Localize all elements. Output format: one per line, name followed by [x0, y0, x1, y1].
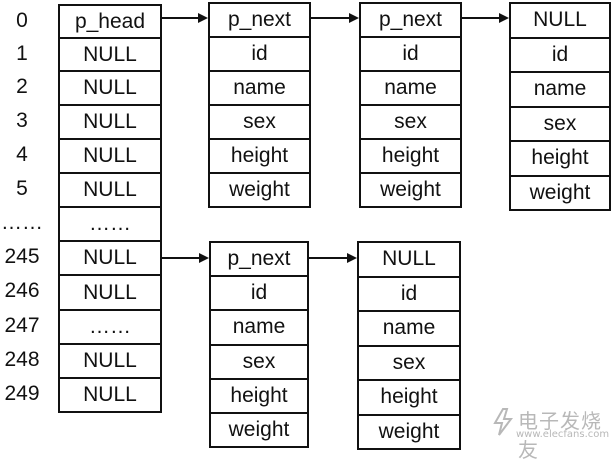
node-field: sex [208, 104, 311, 140]
array-cell-head: p_head [58, 4, 162, 39]
node-field: name [509, 71, 611, 108]
array-cell: NULL [58, 172, 162, 208]
node-field: height [509, 140, 611, 177]
array-index-label: 1 [16, 42, 28, 65]
watermark: 电子发烧友 www.elecfans.com [490, 403, 610, 462]
node-field: NULL [509, 2, 611, 39]
node-field: name [357, 310, 461, 347]
array-cell: NULL [58, 104, 162, 140]
node-field: p_next [209, 241, 309, 278]
node-field: name [209, 309, 309, 346]
array-index-label: 247 [4, 314, 40, 337]
node-field: sex [357, 344, 461, 381]
array-cell: NULL [58, 138, 162, 174]
array-cell: NULL [58, 377, 162, 413]
node-field: p_next [208, 2, 311, 38]
node-field: id [208, 36, 311, 72]
array-cell: …… [58, 309, 162, 345]
node-field: weight [208, 172, 311, 208]
array-index-label: …… [1, 211, 43, 234]
node-field: height [209, 377, 309, 414]
array-cell: NULL [58, 274, 162, 311]
array-index-label: 2 [16, 75, 28, 98]
node-field: height [359, 138, 462, 174]
node-field: name [208, 70, 311, 106]
node-field: NULL [357, 241, 461, 278]
watermark-url: www.elecfans.com [516, 429, 610, 440]
array-index-label: 245 [4, 245, 40, 268]
node-field: weight [359, 172, 462, 208]
node-field: p_next [359, 2, 462, 38]
node-field: name [359, 70, 462, 106]
array-cell: …… [58, 206, 162, 242]
array-index-label: 249 [4, 382, 40, 405]
array-index-label: 5 [16, 177, 28, 200]
node-field: weight [509, 174, 611, 211]
node-field: height [357, 379, 461, 416]
node-field: sex [209, 343, 309, 380]
node-field: id [209, 275, 309, 312]
array-index-label: 3 [16, 109, 28, 132]
node-field: weight [357, 413, 461, 450]
array-index-label: 248 [4, 348, 40, 371]
node-field: weight [209, 412, 309, 449]
node-field: sex [509, 105, 611, 142]
array-index-label: 4 [16, 143, 28, 166]
node-field: id [509, 36, 611, 73]
array-cell: NULL [58, 37, 162, 72]
node-field: sex [359, 104, 462, 140]
node-field: height [208, 138, 311, 174]
node-field: id [357, 275, 461, 312]
array-index-label: 0 [16, 9, 28, 32]
array-index-label: 246 [4, 279, 40, 302]
array-cell: NULL [58, 240, 162, 276]
node-field: id [359, 36, 462, 72]
array-cell: NULL [58, 343, 162, 379]
elecfans-logo-icon [493, 408, 513, 436]
array-cell: NULL [58, 70, 162, 106]
